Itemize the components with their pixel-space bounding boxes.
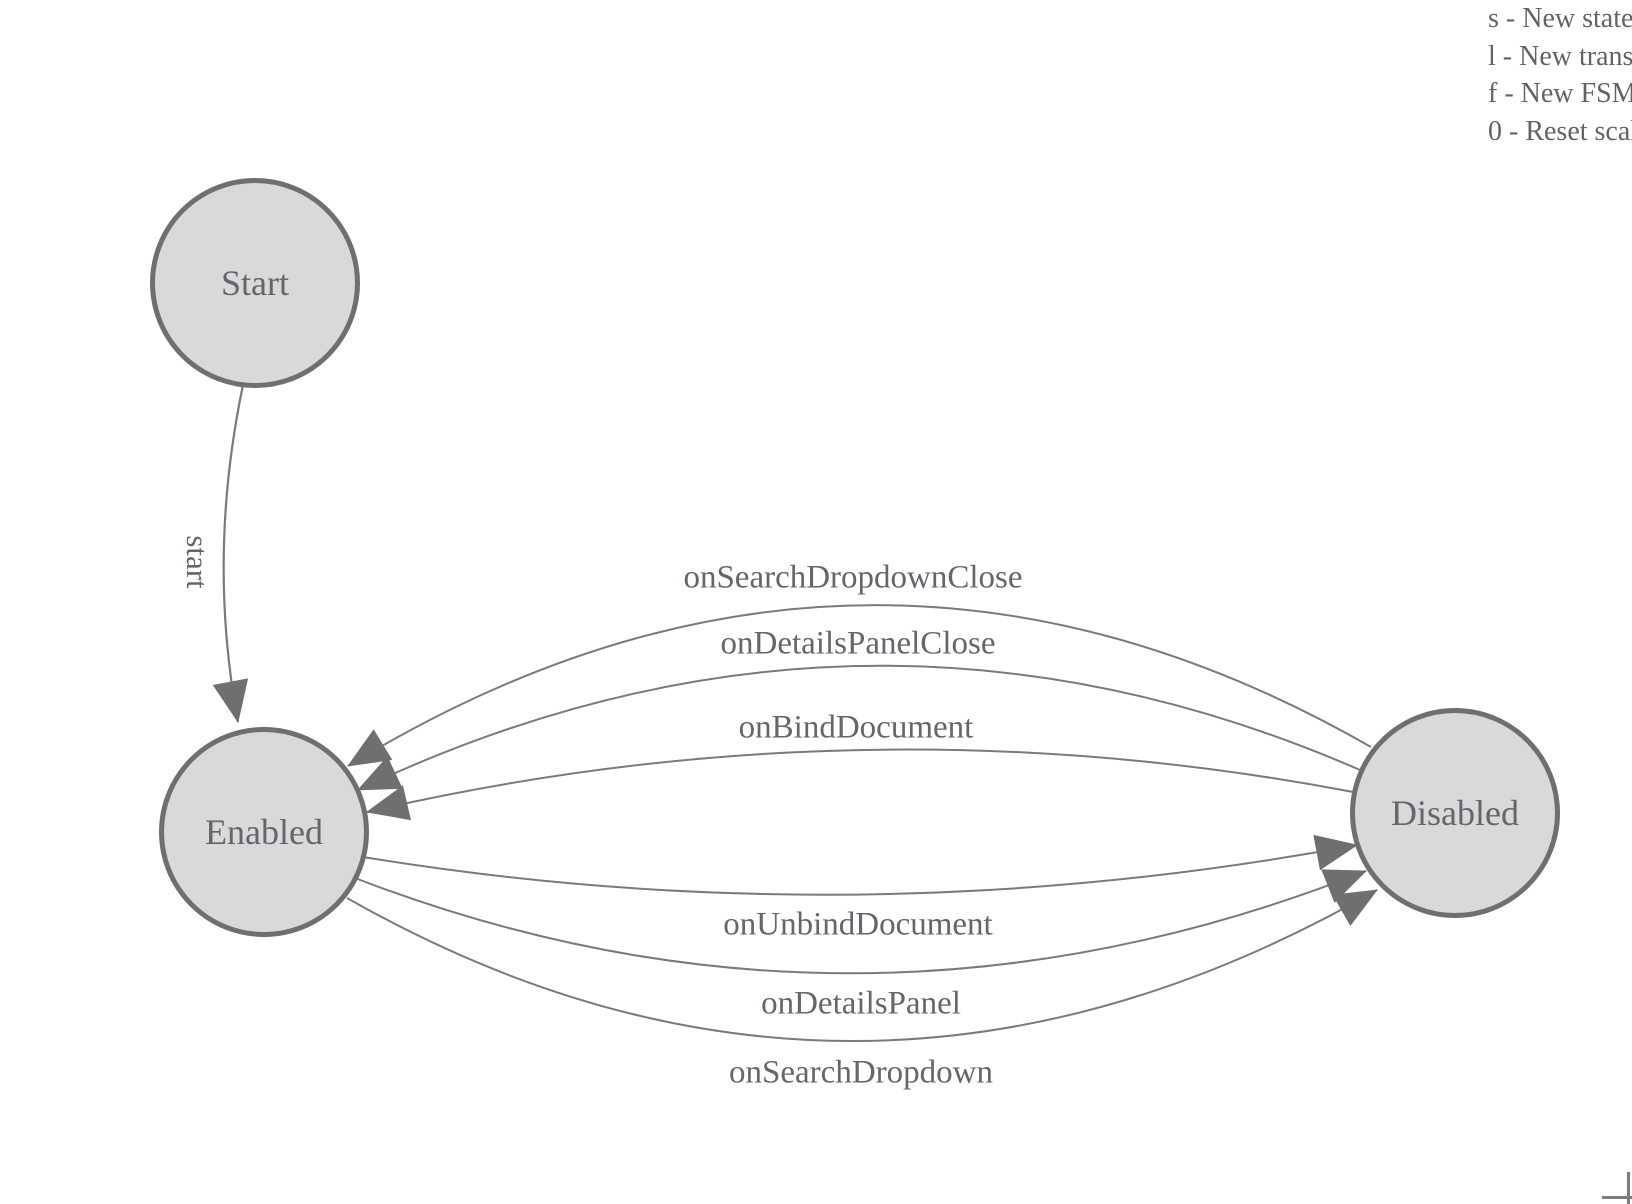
state-label-start: Start	[221, 263, 289, 303]
edge-onDetailsPanel[interactable]	[354, 869, 1367, 975]
edge-onSearchDropdownClose[interactable]	[347, 604, 1372, 767]
edge-label-onUnbindDocument: onUnbindDocument	[723, 906, 993, 943]
edge-label-onSearchDropdownClose: onSearchDropdownClose	[683, 559, 1023, 596]
canvas-corner-vertical-line	[1627, 1172, 1630, 1204]
shortcut-legend: s - New state l - New transition f - New…	[1488, 0, 1632, 150]
state-label-enabled: Enabled	[205, 812, 323, 852]
state-label-disabled: Disabled	[1391, 793, 1519, 833]
state-node-start[interactable]: Start	[150, 178, 360, 388]
edge-onDetailsPanelClose[interactable]	[357, 664, 1361, 791]
canvas-corner-horizontal-line	[1602, 1196, 1632, 1199]
edge-onSearchDropdown[interactable]	[346, 889, 1378, 1042]
edge-onUnbindDocument[interactable]	[362, 834, 1358, 896]
legend-item-reset-scale: 0 - Reset scale	[1488, 115, 1632, 147]
edge-label-onSearchDropdown: onSearchDropdown	[729, 1054, 993, 1091]
edge-label-onDetailsPanelClose: onDetailsPanelClose	[720, 625, 996, 662]
legend-item-new-fsm: f - New FSM	[1488, 78, 1632, 109]
edge-label-onDetailsPanel: onDetailsPanel	[761, 985, 961, 1022]
state-node-disabled[interactable]: Disabled	[1350, 708, 1560, 918]
edge-onBindDocument[interactable]	[366, 748, 1354, 821]
edge-label-onBindDocument: onBindDocument	[738, 709, 974, 746]
legend-item-new-transition: l - New transition	[1488, 40, 1632, 72]
legend-item-new-state: s - New state	[1488, 3, 1632, 34]
state-node-enabled[interactable]: Enabled	[159, 727, 369, 937]
edge-label-start: start	[180, 535, 215, 589]
edge-start[interactable]	[212, 384, 249, 723]
